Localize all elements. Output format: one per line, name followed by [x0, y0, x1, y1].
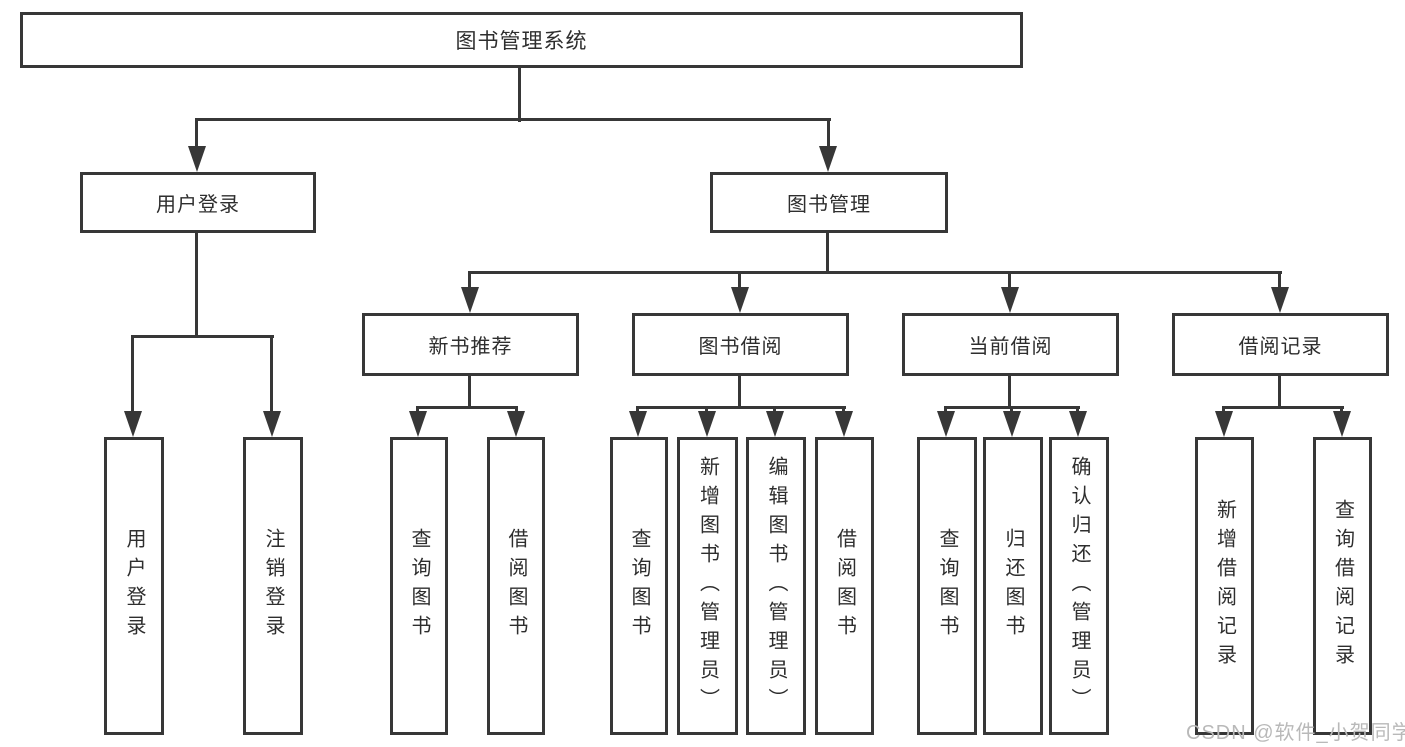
arrow-down-icon [188, 146, 206, 172]
connector-line [518, 68, 521, 122]
connector-line [195, 232, 198, 338]
leaf-add-books-admin: 新增图书（管理员） [677, 437, 738, 735]
node-label: 图书管理 [787, 194, 871, 216]
connector-line [738, 274, 741, 289]
node-label: 借阅记录 [1238, 336, 1323, 358]
leaf-user-login: 用户登录 [104, 437, 164, 735]
leaf-return-books: 归还图书 [983, 437, 1043, 735]
leaf-label: 查询图书 [408, 528, 430, 644]
leaf-logout: 注销登录 [243, 437, 303, 735]
arrow-down-icon [1003, 411, 1021, 437]
leaf-label: 新增图书（管理员） [696, 455, 719, 717]
arrow-down-icon [409, 411, 427, 437]
arrow-down-icon [1333, 411, 1351, 437]
arrow-down-icon [629, 411, 647, 437]
arrow-down-icon [263, 411, 281, 437]
node-new-book-recommend: 新书推荐 [362, 313, 579, 376]
connector-line [944, 406, 1080, 409]
leaf-borrow-books: 借阅图书 [815, 437, 874, 735]
leaf-query-books-recommend: 查询图书 [390, 437, 448, 735]
connector-line [195, 121, 198, 149]
arrow-down-icon [1215, 411, 1233, 437]
leaf-label: 查询图书 [628, 528, 650, 644]
connector-line [1222, 406, 1344, 409]
leaf-add-borrow-record: 新增借阅记录 [1195, 437, 1254, 735]
connector-line [270, 338, 273, 413]
leaf-label: 注销登录 [262, 528, 284, 644]
node-label: 当前借阅 [968, 336, 1053, 358]
node-library-system: 图书管理系统 [20, 12, 1023, 68]
arrow-down-icon [766, 411, 784, 437]
arrow-down-icon [124, 411, 142, 437]
connector-line [1278, 375, 1281, 409]
node-label: 用户登录 [156, 194, 240, 216]
leaf-label: 归还图书 [1002, 528, 1024, 644]
arrow-down-icon [937, 411, 955, 437]
leaf-confirm-return-admin: 确认归还（管理员） [1049, 437, 1109, 735]
leaf-query-borrow-record: 查询借阅记录 [1313, 437, 1372, 735]
connector-line [468, 375, 471, 409]
arrow-down-icon [1001, 287, 1019, 313]
node-book-borrowing: 图书借阅 [632, 313, 849, 376]
leaf-label: 借阅图书 [833, 528, 856, 644]
node-label: 图书借阅 [698, 336, 783, 358]
arrow-down-icon [461, 287, 479, 313]
leaf-label: 查询图书 [936, 528, 958, 644]
connector-line [636, 406, 846, 409]
leaf-query-books-current: 查询图书 [917, 437, 977, 735]
node-current-borrowing: 当前借阅 [902, 313, 1119, 376]
connector-line [1008, 375, 1011, 409]
connector-line [131, 338, 134, 413]
csdn-watermark: CSDN @软件_小贺同学 [1186, 722, 1405, 744]
arrow-down-icon [731, 287, 749, 313]
node-label: 新书推荐 [428, 336, 513, 358]
leaf-label: 编辑图书（管理员） [765, 455, 787, 717]
connector-line [195, 118, 831, 121]
connector-line [827, 121, 830, 149]
node-label: 图书管理系统 [455, 30, 588, 53]
leaf-label: 确认归还（管理员） [1068, 455, 1090, 717]
leaf-label: 用户登录 [123, 528, 145, 644]
arrow-down-icon [1069, 411, 1087, 437]
connector-line [468, 271, 1282, 274]
leaf-borrow-books-recommend: 借阅图书 [487, 437, 545, 735]
node-book-management: 图书管理 [710, 172, 948, 233]
connector-line [1278, 274, 1281, 289]
connector-line [738, 375, 741, 409]
arrow-down-icon [819, 146, 837, 172]
connector-line [416, 406, 518, 409]
leaf-label: 新增借阅记录 [1213, 499, 1236, 673]
arrow-down-icon [1271, 287, 1289, 313]
connector-line [826, 232, 829, 274]
node-borrowing-records: 借阅记录 [1172, 313, 1389, 376]
leaf-label: 查询借阅记录 [1331, 499, 1354, 673]
leaf-edit-books-admin: 编辑图书（管理员） [746, 437, 806, 735]
connector-line [468, 274, 471, 289]
connector-line [131, 335, 274, 338]
leaf-query-books-borrowing: 查询图书 [610, 437, 668, 735]
leaf-label: 借阅图书 [505, 528, 527, 644]
node-user-login: 用户登录 [80, 172, 316, 233]
connector-line [1008, 274, 1011, 289]
arrow-down-icon [835, 411, 853, 437]
arrow-down-icon [698, 411, 716, 437]
arrow-down-icon [507, 411, 525, 437]
